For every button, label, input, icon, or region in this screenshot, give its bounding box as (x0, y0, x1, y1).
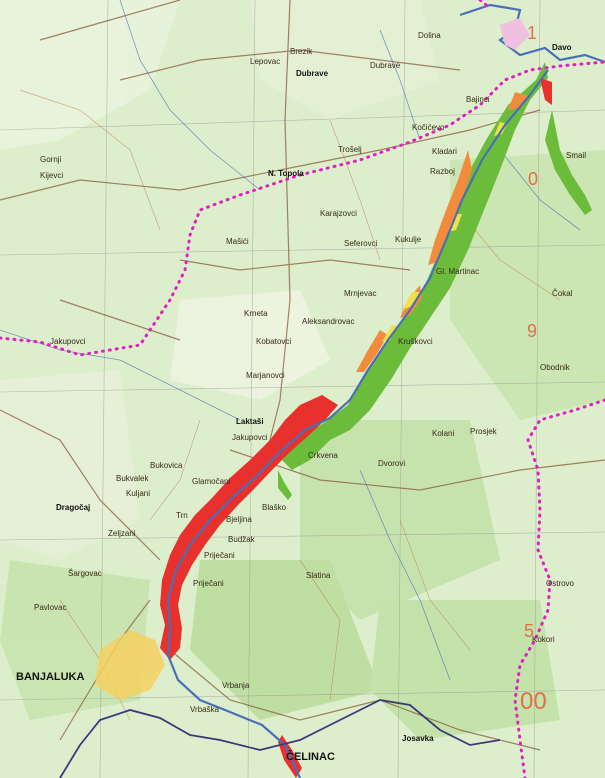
place-label[interactable]: Čokal (552, 289, 573, 298)
place-label[interactable]: Marjanovci (246, 371, 285, 380)
place-label[interactable]: Kijevci (40, 171, 64, 180)
flood-zone-green (278, 62, 592, 500)
place-label[interactable]: N. Topola (268, 169, 304, 178)
place-label[interactable]: Brezik (290, 47, 313, 56)
place-label[interactable]: Kobatovci (256, 337, 292, 346)
grid-number-9: 9 (527, 321, 538, 341)
place-label[interactable]: Jakupovci (50, 337, 86, 346)
place-label[interactable]: Kokori (532, 635, 555, 644)
place-label[interactable]: Smail (566, 151, 587, 160)
place-label[interactable]: Obodnik (540, 363, 570, 372)
place-label[interactable]: Prosjek (470, 427, 497, 436)
place-label[interactable]: Pavlovac (34, 603, 67, 612)
place-label[interactable]: Mrnjevac (344, 289, 377, 298)
place-label[interactable]: Trošelj (338, 145, 362, 154)
place-label[interactable]: Kočićevo (412, 123, 445, 132)
place-label[interactable]: Vrbanja (222, 681, 250, 690)
vrbas-river (166, 69, 549, 778)
grid-number-1: 1 (527, 23, 538, 43)
place-label[interactable]: Kukulje (395, 235, 422, 244)
place-label[interactable]: Šargovac (68, 569, 102, 578)
place-label[interactable]: Zeljzani (108, 529, 136, 538)
place-label[interactable]: Blaško (262, 503, 287, 512)
place-label[interactable]: Mašići (226, 237, 249, 246)
place-label[interactable]: Gornji (40, 155, 62, 164)
lower-river (59, 699, 501, 778)
place-label[interactable]: Trn (176, 511, 188, 520)
place-label[interactable]: Karajzovci (320, 209, 357, 218)
city-label-banjaluka[interactable]: BANJALUKA (16, 671, 85, 683)
place-label[interactable]: Dvorovi (378, 459, 406, 468)
place-label[interactable]: Vrbaška (190, 705, 220, 714)
grid-number-00: 00 (520, 688, 547, 715)
place-label[interactable]: Slatina (306, 571, 331, 580)
place-label[interactable]: Kuljani (126, 489, 151, 498)
place-label[interactable]: Crkvena (308, 451, 338, 460)
place-label[interactable]: Ostrovo (546, 579, 575, 588)
roads (0, 0, 605, 751)
place-label[interactable]: Glamočani (192, 477, 231, 486)
grid-number-5: 5 (524, 621, 535, 641)
place-label[interactable]: Dubrave (296, 69, 329, 78)
place-label[interactable]: Kladari (432, 147, 457, 156)
place-label[interactable]: Gl. Martinac (436, 267, 480, 276)
place-label[interactable]: Seferovci (344, 239, 378, 248)
banjaluka-urban-area (95, 630, 165, 700)
place-label[interactable]: Kolani (432, 429, 455, 438)
place-label[interactable]: Davo (552, 43, 572, 52)
place-label[interactable]: Kruškovci (398, 337, 433, 346)
place-label[interactable]: Bajinci (466, 95, 490, 104)
place-label[interactable]: Lepovac (250, 57, 281, 66)
place-label[interactable]: Dubrave (370, 61, 401, 70)
place-label[interactable]: Aleksandrovac (302, 317, 355, 326)
streams (0, 0, 581, 681)
place-label[interactable]: Dolina (418, 31, 441, 40)
place-label[interactable]: Bukvalek (116, 474, 149, 483)
grid-number-0: 0 (528, 169, 539, 189)
place-label[interactable]: Budžak (228, 535, 255, 544)
place-label[interactable]: Priječani (204, 551, 235, 560)
place-label[interactable]: Jakupovci (232, 433, 268, 442)
place-label[interactable]: Laktaši (236, 417, 264, 426)
place-label[interactable]: Bjeljina (226, 515, 252, 524)
place-label[interactable]: Josavka (402, 734, 434, 743)
town-label-celinac[interactable]: ČELINAC (286, 751, 335, 763)
river-bend-area (500, 18, 530, 50)
place-label[interactable]: Bukovica (150, 461, 183, 470)
place-label[interactable]: Krneta (244, 309, 268, 318)
place-label[interactable]: Dragočaj (56, 503, 91, 512)
place-label[interactable]: Razboj (430, 167, 455, 176)
place-label[interactable]: Priječani (193, 579, 224, 588)
